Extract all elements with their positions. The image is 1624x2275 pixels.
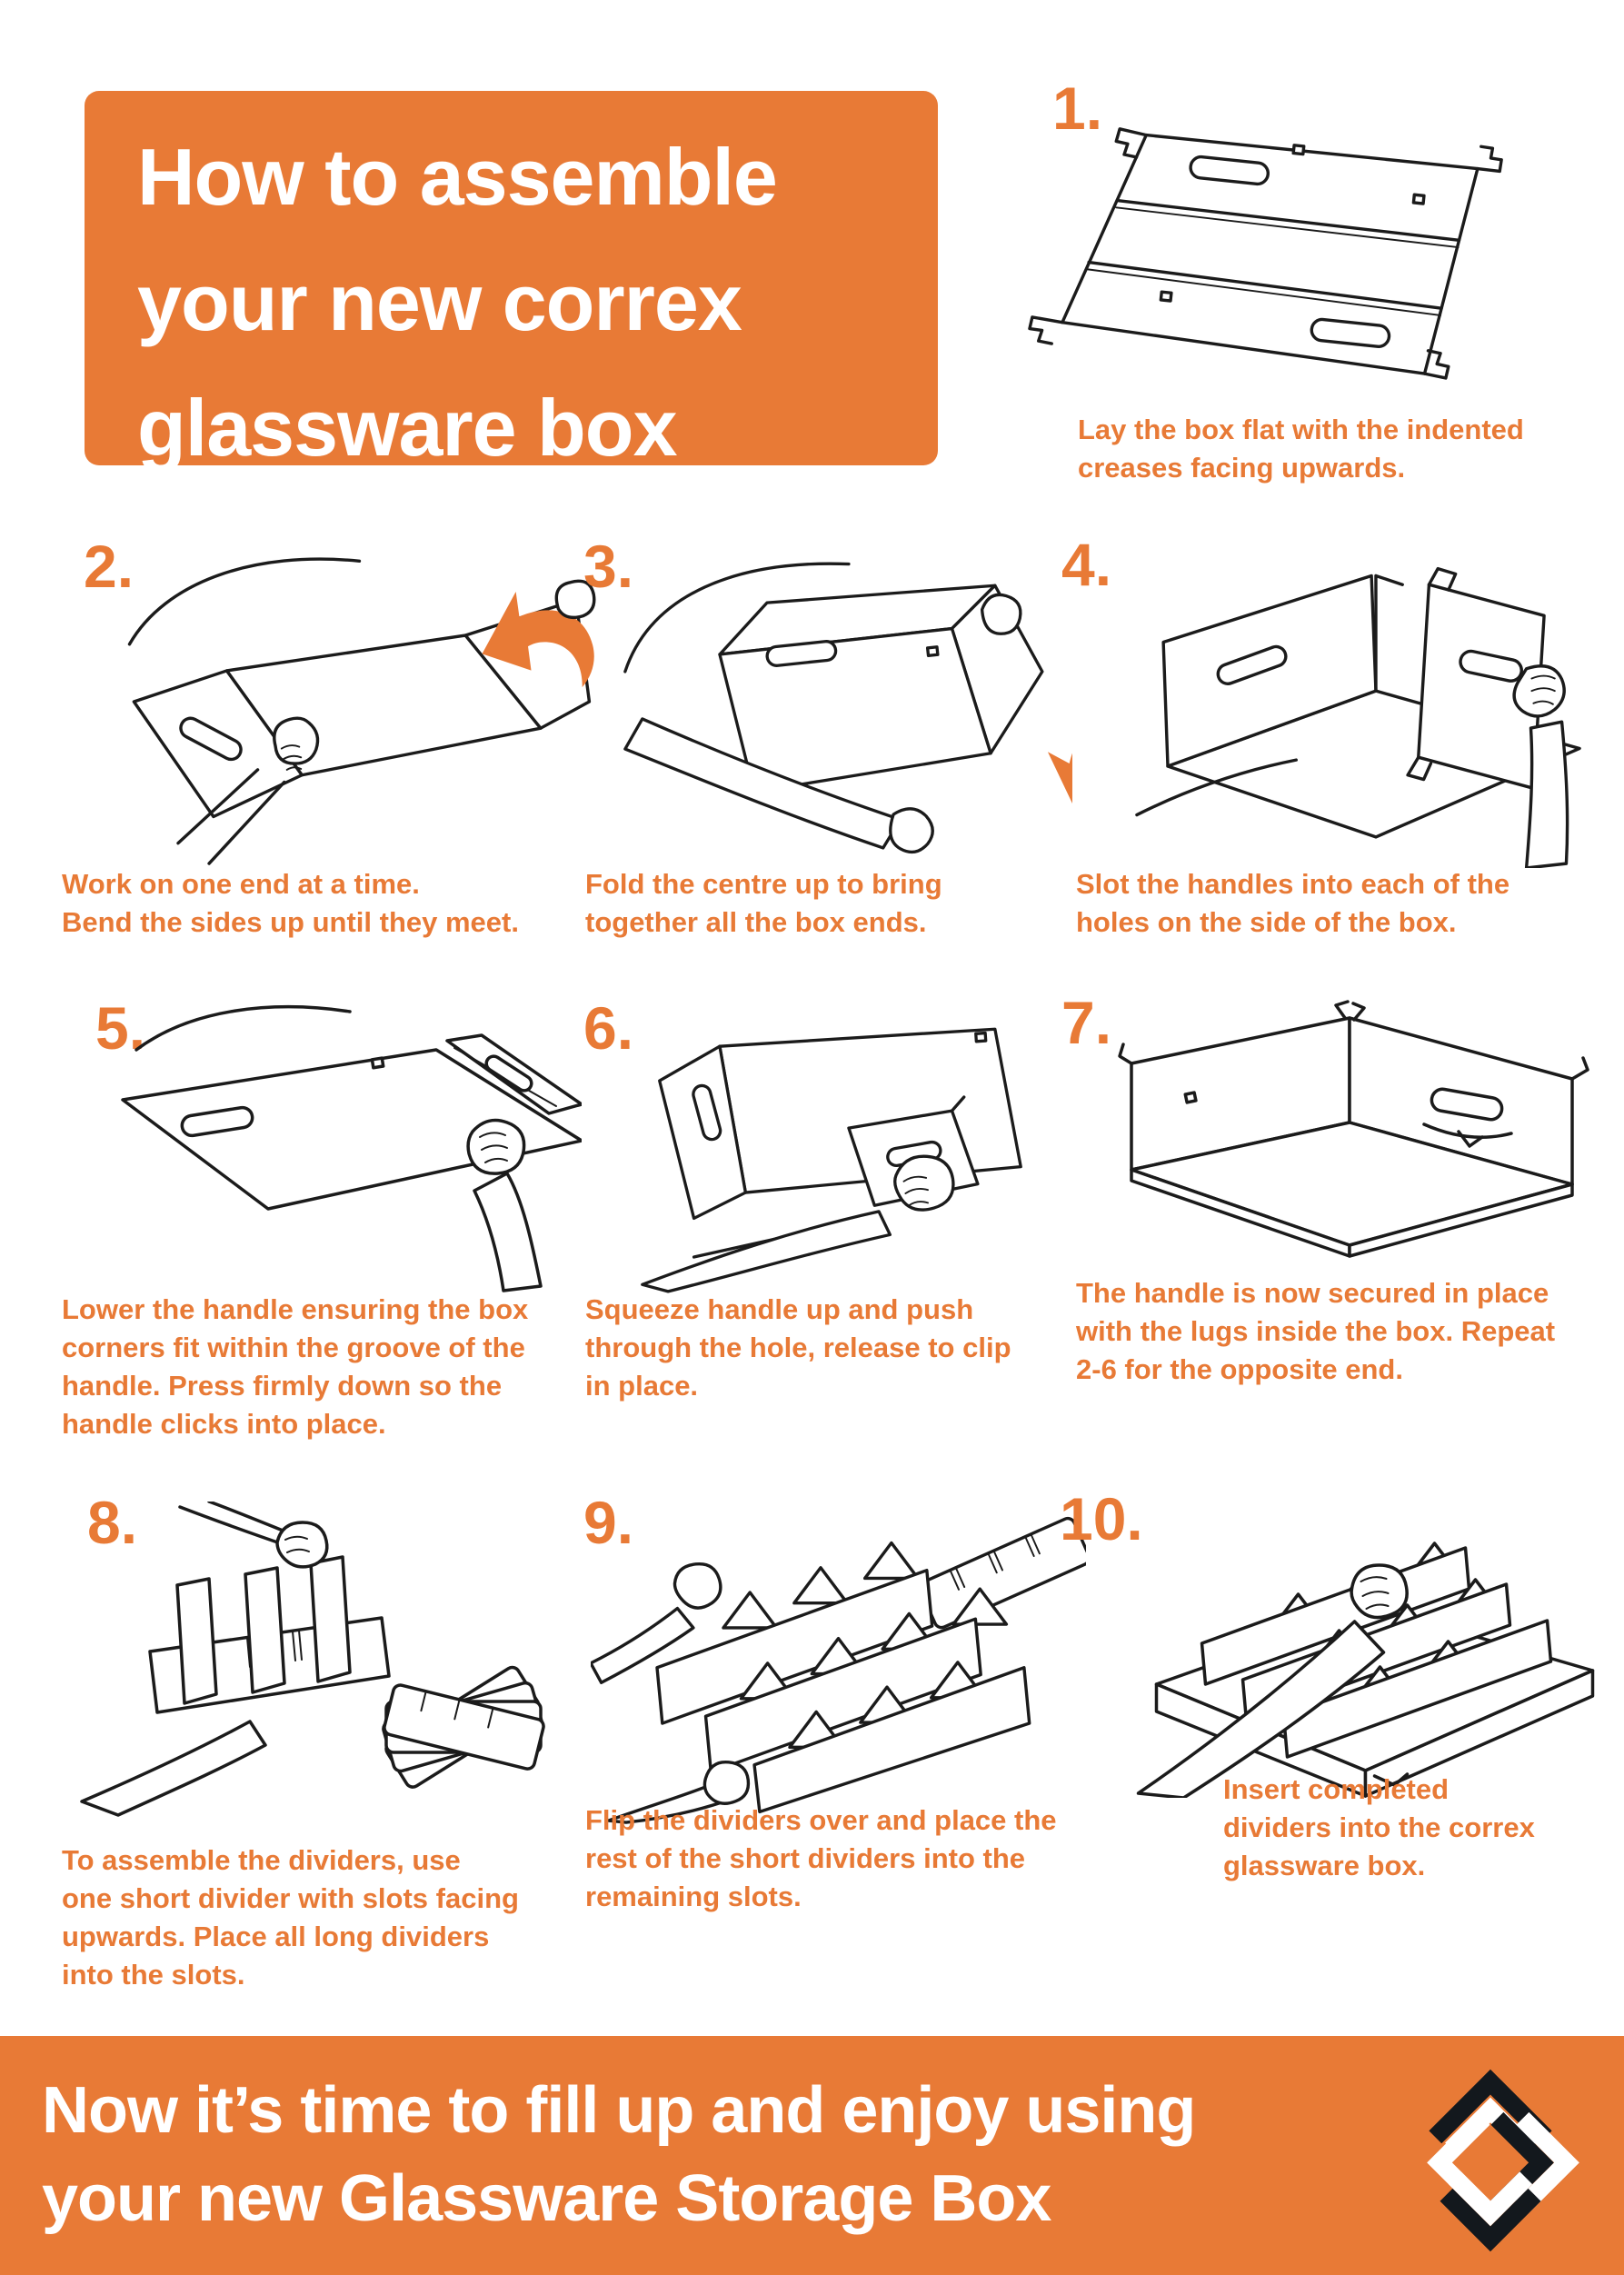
- step-caption: Lay the box flat with the indented creas…: [1078, 414, 1524, 484]
- step-caption: Fold the centre up to bring together all…: [585, 868, 942, 938]
- illustration-step-10: [1136, 1542, 1595, 1798]
- step-caption: Insert completed dividers into the corre…: [1223, 1773, 1535, 1881]
- illustration-step-3: [623, 562, 1072, 854]
- step-number: 6.: [583, 994, 634, 1062]
- step-number: 7.: [1061, 989, 1112, 1056]
- illustration-step-7: [1118, 1000, 1589, 1258]
- illustration-step-1: [1028, 127, 1503, 380]
- step-caption: Slot the handles into each of the holes …: [1076, 868, 1510, 938]
- step-caption: Lower the handle ensuring the box corner…: [62, 1293, 529, 1440]
- footer-line-1: Now it’s time to fill up and enjoy using: [42, 2074, 1196, 2147]
- illustration-step-8: [80, 1502, 545, 1817]
- footer-line-2: your new Glassware Storage Box: [42, 2162, 1051, 2235]
- footer-banner: Now it’s time to fill up and enjoy using…: [0, 2036, 1624, 2275]
- fold-direction-arrow-icon: [1047, 718, 1072, 814]
- step-number: 2.: [84, 533, 135, 600]
- illustration-step-2: [127, 557, 596, 865]
- title-box: How to assemble your new correx glasswar…: [85, 91, 938, 473]
- illustration-step-5: [121, 1005, 582, 1292]
- step-number: 4.: [1061, 531, 1112, 598]
- page-title: How to assemble your new correx glasswar…: [137, 132, 778, 473]
- illustration-step-9: [591, 1516, 1086, 1824]
- step-caption: To assemble the dividers, use one short …: [62, 1844, 519, 1991]
- step-caption: The handle is now secured in place with …: [1076, 1277, 1556, 1385]
- step-caption: Squeeze handle up and push through the h…: [585, 1293, 1011, 1402]
- step-number: 8.: [87, 1489, 138, 1556]
- step-number: 3.: [583, 533, 634, 600]
- step-number: 1.: [1052, 75, 1103, 142]
- step-number: 9.: [583, 1489, 634, 1556]
- illustration-step-6: [641, 1027, 1022, 1293]
- step-caption: Flip the dividers over and place the res…: [585, 1804, 1057, 1912]
- illustration-step-4: [1135, 566, 1581, 868]
- step-number: 10.: [1060, 1485, 1143, 1552]
- step-caption: Work on one end at a time. Bend the side…: [62, 868, 519, 938]
- brand-logo-icon: [1427, 2069, 1579, 2252]
